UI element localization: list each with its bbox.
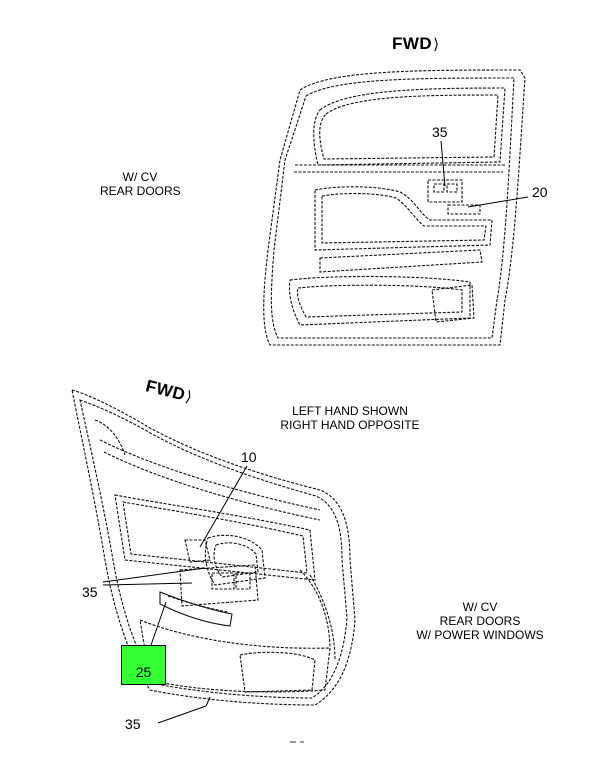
highlighted-callout-25[interactable]: 25 — [121, 645, 166, 685]
top-caption-line1: W/ CV — [122, 170, 158, 184]
top-fwd-indicator: FWD⟩ — [392, 34, 440, 54]
fwd-arrow-icon: ⟩ — [433, 36, 440, 53]
bottom-caption-line1: W/ CV — [462, 600, 498, 614]
bottom-door-panel-drawing — [71, 389, 356, 706]
bottom-callout-35-switch: 35 — [82, 584, 98, 600]
bottom-caption: W/ CV REAR DOORS W/ POWER WINDOWS — [400, 600, 560, 642]
hand-note-line1: LEFT HAND SHOWN — [292, 404, 408, 418]
bottom-callout-10: 10 — [241, 449, 257, 465]
top-caption-line2: REAR DOORS — [100, 184, 181, 198]
top-caption: W/ CV REAR DOORS — [100, 170, 181, 198]
hand-note-line2: RIGHT HAND OPPOSITE — [280, 418, 420, 432]
bottom-callout-35-lower: 35 — [125, 716, 141, 732]
top-door-panel-drawing — [263, 69, 526, 346]
bottom-leader-lines — [102, 465, 248, 724]
top-leader-lines — [440, 140, 529, 208]
bottom-caption-line2: REAR DOORS — [439, 614, 521, 628]
callout-25-label: 25 — [135, 664, 152, 680]
top-callout-35: 35 — [432, 124, 448, 140]
top-fwd-label: FWD — [392, 34, 433, 53]
hand-note: LEFT HAND SHOWN RIGHT HAND OPPOSITE — [270, 404, 430, 432]
top-callout-20: 20 — [532, 184, 548, 200]
bottom-caption-line3: W/ POWER WINDOWS — [416, 628, 544, 642]
